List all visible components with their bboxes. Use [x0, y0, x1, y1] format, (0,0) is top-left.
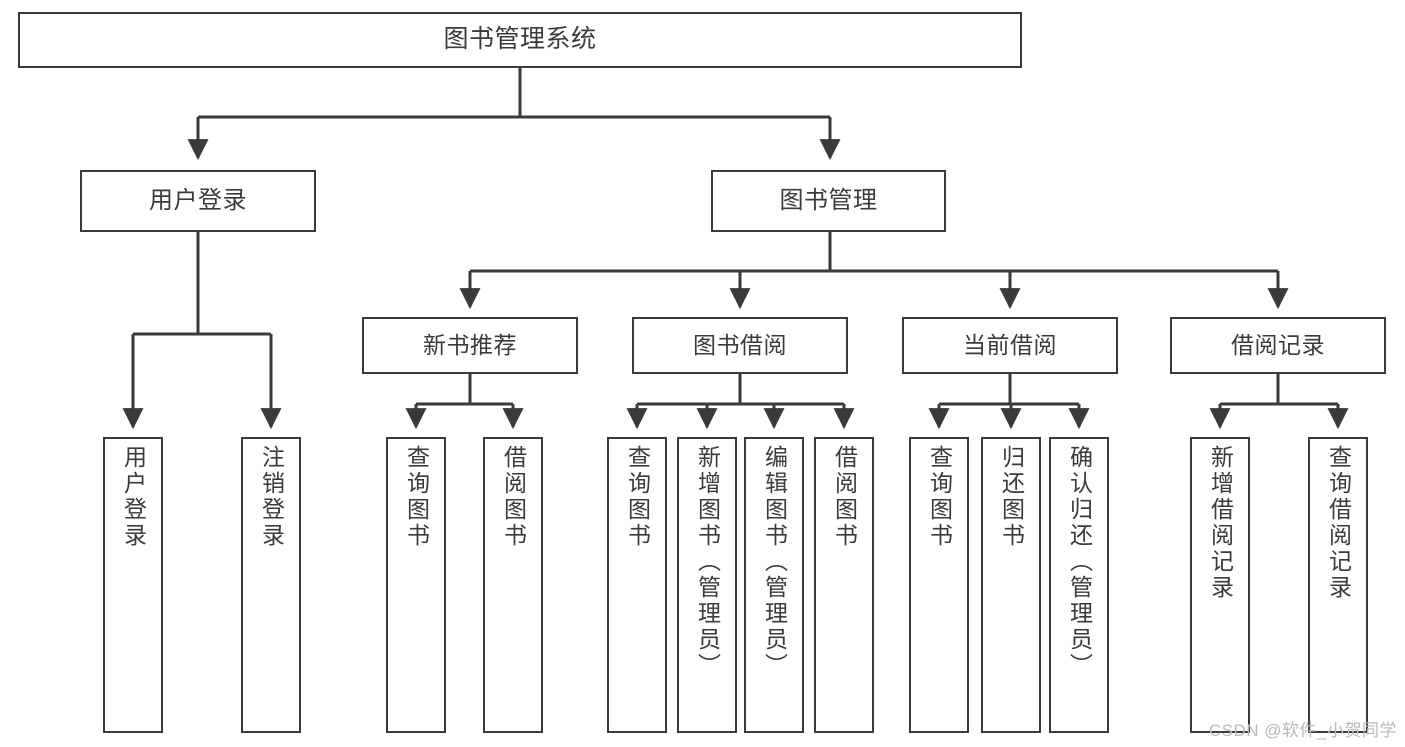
node-borrow-record[interactable]: 借阅记录: [1170, 317, 1386, 374]
node-add-book-admin[interactable]: 新增图书（管理员）: [677, 437, 737, 733]
node-label: 确认归还（管理员）: [1066, 445, 1093, 679]
node-label: 借阅图书: [831, 445, 858, 549]
node-label: 图书借阅: [693, 331, 787, 358]
node-label: 归还图书: [998, 445, 1025, 549]
node-user-login[interactable]: 用户登录: [80, 170, 316, 232]
node-current-borrow[interactable]: 当前借阅: [902, 317, 1118, 374]
node-borrow-book-1[interactable]: 借阅图书: [483, 437, 543, 733]
node-label: 借阅图书: [500, 445, 527, 549]
node-query-borrow-record[interactable]: 查询借阅记录: [1308, 437, 1368, 733]
node-new-book-recommend[interactable]: 新书推荐: [362, 317, 578, 374]
node-label: 查询图书: [403, 445, 430, 549]
node-label: 查询图书: [624, 445, 651, 549]
node-root[interactable]: 图书管理系统: [18, 12, 1022, 68]
node-label: 借阅记录: [1231, 331, 1325, 358]
node-query-book-3[interactable]: 查询图书: [909, 437, 969, 733]
node-book-manage[interactable]: 图书管理: [711, 170, 946, 232]
node-label: 注销登录: [258, 445, 285, 549]
csdn-watermark: CSDN @软件_小贺同学: [1208, 721, 1397, 740]
node-query-book-2[interactable]: 查询图书: [607, 437, 667, 733]
node-label: 查询借阅记录: [1325, 445, 1352, 601]
node-return-book[interactable]: 归还图书: [981, 437, 1041, 733]
node-book-borrow[interactable]: 图书借阅: [632, 317, 848, 374]
node-edit-book-admin[interactable]: 编辑图书（管理员）: [744, 437, 804, 733]
node-label: 查询图书: [926, 445, 953, 549]
node-label: 编辑图书（管理员）: [761, 445, 788, 679]
node-confirm-return-admin[interactable]: 确认归还（管理员）: [1049, 437, 1109, 733]
node-label: 图书管理系统: [443, 25, 597, 54]
node-label: 新增图书（管理员）: [694, 445, 721, 679]
node-label: 用户登录: [120, 445, 147, 549]
node-label: 图书管理: [779, 186, 878, 214]
node-user-login-leaf[interactable]: 用户登录: [103, 437, 163, 733]
node-label: 新书推荐: [423, 331, 517, 358]
node-label: 当前借阅: [963, 331, 1057, 358]
node-label: 用户登录: [149, 186, 247, 214]
node-borrow-book-2[interactable]: 借阅图书: [814, 437, 874, 733]
node-user-logout-leaf[interactable]: 注销登录: [241, 437, 301, 733]
node-query-book-1[interactable]: 查询图书: [386, 437, 446, 733]
node-add-borrow-record[interactable]: 新增借阅记录: [1190, 437, 1250, 733]
node-label: 新增借阅记录: [1207, 445, 1234, 601]
